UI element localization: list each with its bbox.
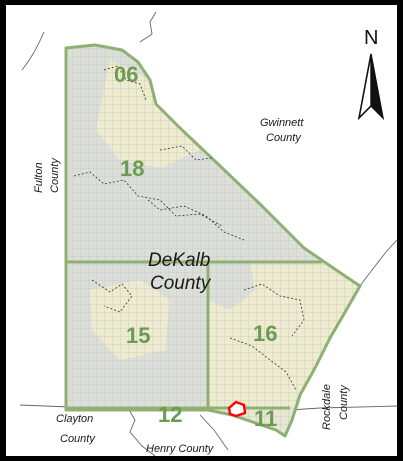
city-boundaries [73,65,305,391]
highlighted-area [227,400,247,418]
fulton-label-line1: Fulton [33,162,45,193]
fulton-label: Fulton [33,162,45,193]
district-label-16: 16 [253,321,277,346]
district-label-11: 11 [254,406,277,431]
fulton-label-2: County [49,157,61,193]
henry-label: Henry County [146,443,215,455]
dekalb-county-shape [64,43,362,438]
district-label-18: 18 [120,156,144,181]
north-label: N [364,27,378,49]
district-label-12: 12 [158,402,182,427]
gwinnett-label-line2: County [266,132,302,144]
district-labels: 06 18 15 16 12 11 [114,62,277,431]
fulton-label-line2: County [49,157,61,193]
grid-overlay [66,45,360,436]
district-boundaries [66,260,322,410]
rockdale-label-2: County [338,384,350,420]
rockdale-label-line1: Rockdale [321,384,333,430]
rockdale-label: Rockdale [321,384,333,430]
north-arrow-outline [357,53,385,121]
district-label-15: 15 [126,323,150,348]
county-name-line2: County [150,273,212,294]
district-label-06: 06 [114,62,138,87]
clayton-label-line2: County [60,433,96,445]
county-name-line1: DeKalb [148,250,210,271]
county-outline [64,43,362,438]
gwinnett-label-line1: Gwinnett [260,117,304,129]
north-arrow-icon: N [357,27,385,121]
clayton-label-line1: Clayton [56,413,93,425]
rockdale-label-line2: County [338,384,350,420]
